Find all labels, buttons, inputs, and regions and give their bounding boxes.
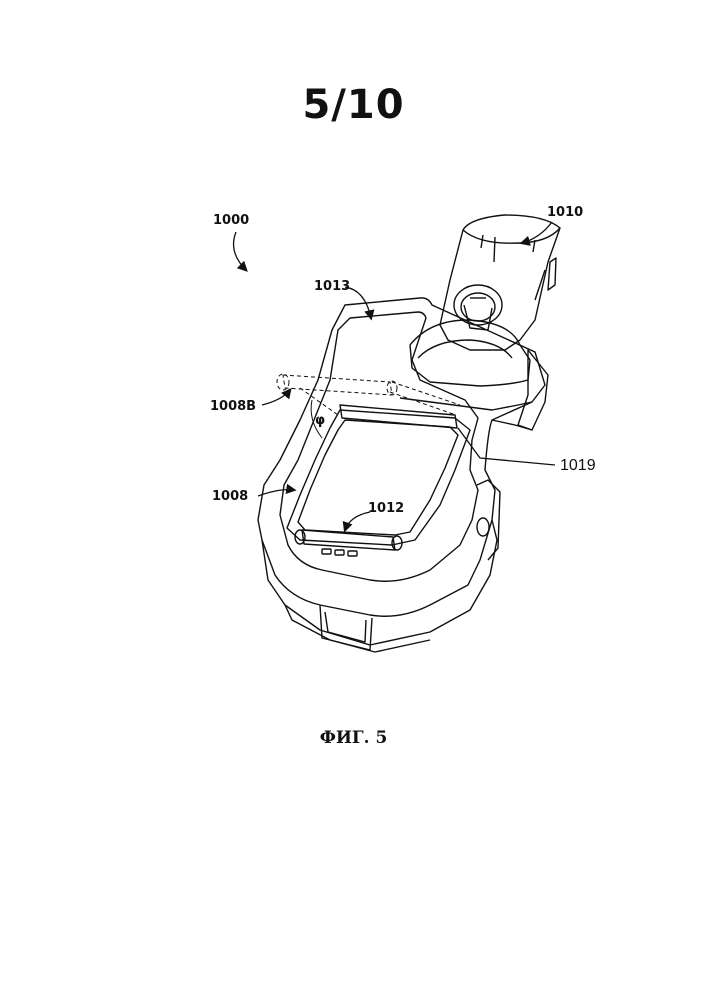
ref-1019: 1019 <box>560 457 596 474</box>
ref-1008B: 1008B <box>210 399 256 414</box>
ref-1000: 1000 <box>213 213 249 228</box>
angle-label: φ <box>315 413 325 428</box>
ref-1012: 1012 <box>368 501 404 516</box>
figure-caption: ФИГ. 5 <box>0 728 707 748</box>
leader-lines <box>234 222 555 530</box>
ref-1010: 1010 <box>547 205 583 220</box>
device-body <box>258 215 560 652</box>
ref-1008: 1008 <box>212 489 248 504</box>
ref-1013: 1013 <box>314 279 350 294</box>
